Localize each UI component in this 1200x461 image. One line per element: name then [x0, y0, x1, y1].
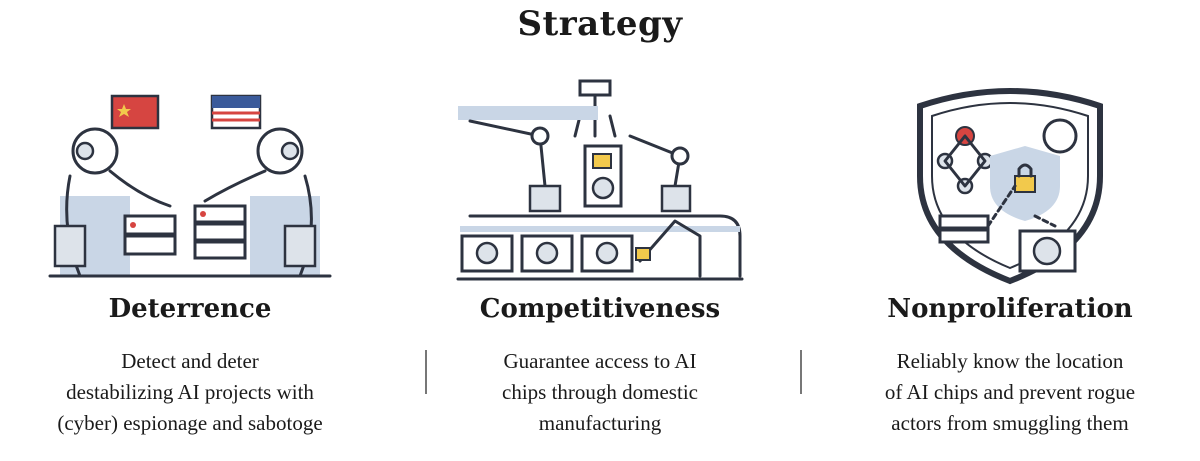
description-competitiveness: Guarantee access to AI chips through dom…: [410, 346, 790, 439]
column-divider: [800, 350, 802, 394]
column-divider: [425, 350, 427, 394]
description-line: Detect and deter: [121, 349, 259, 373]
description-line: Reliably know the location: [896, 349, 1124, 373]
robots-negotiating-icon: [48, 94, 332, 278]
heading-competitiveness: Competitiveness: [479, 294, 721, 324]
description-line: actors from smuggling them: [891, 411, 1129, 435]
description-line: manufacturing: [538, 411, 662, 435]
column-deterrence: Deterrence Detect and deter destabilizin…: [0, 64, 380, 461]
chip-assembly-line-icon: [456, 79, 744, 281]
heading-nonproliferation: Nonproliferation: [887, 294, 1133, 324]
description-line: chips through domestic: [502, 380, 698, 404]
column-competitiveness: Competitiveness Guarantee access to AI c…: [410, 64, 790, 461]
description-nonproliferation: Reliably know the location of AI chips a…: [820, 346, 1200, 439]
description-line: of AI chips and prevent rogue: [884, 380, 1136, 404]
heading-deterrence: Deterrence: [108, 294, 272, 324]
description-line: destabilizing AI projects with: [66, 380, 314, 404]
description-deterrence: Detect and deter destabilizing AI projec…: [0, 346, 380, 439]
description-line: (cyber) espionage and sabotoge: [57, 411, 323, 435]
column-nonproliferation: Nonproliferation Reliably know the locat…: [820, 64, 1200, 461]
page-title: Strategy: [517, 4, 683, 44]
description-line: Guarantee access to AI: [503, 349, 697, 373]
security-shield-icon: [917, 88, 1103, 285]
